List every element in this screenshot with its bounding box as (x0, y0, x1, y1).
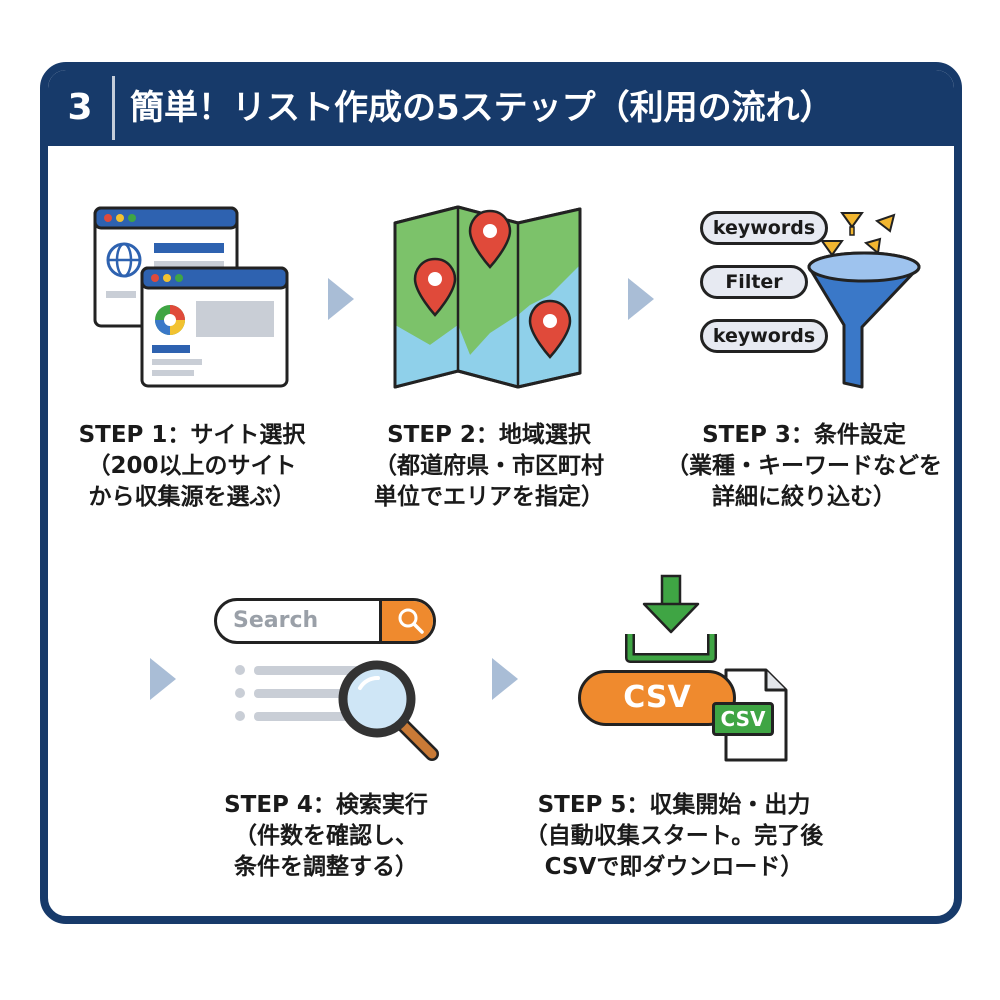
csv-download-icon: CSV CSV (578, 574, 798, 764)
step-2-text: STEP 2：地域選択 （都道府県・市区町村 単位でエリアを指定） (339, 420, 639, 513)
step-1-desc-line-1: （200以上のサイト (87, 453, 297, 479)
filter-tag-label: Filter (725, 271, 783, 293)
browser-windows-icon (93, 206, 289, 388)
chevron-right-icon (492, 658, 518, 700)
step-2-desc-line-2: 単位でエリアを指定） (374, 484, 604, 510)
step-5-desc-line-1: （自動収集スタート。完了後 (524, 823, 824, 849)
keyword-tag-label: keywords (712, 217, 816, 239)
section-header: 3 簡単！リスト作成の5ステップ（利用の流れ） (48, 70, 954, 146)
step-5-desc-line-2: CSVで即ダウンロード） (544, 854, 804, 880)
csv-file-badge: CSV (712, 702, 774, 736)
step-3-title: STEP 3：条件設定 (702, 422, 906, 448)
steps-panel: 3 簡単！リスト作成の5ステップ（利用の流れ） (40, 62, 962, 924)
header-divider (112, 76, 115, 140)
section-title: 簡単！リスト作成の5ステップ（利用の流れ） (130, 88, 834, 128)
search-placeholder: Search (233, 608, 319, 633)
step-3-desc-line-1: （業種・キーワードなどを (666, 453, 942, 479)
section-number: 3 (67, 87, 93, 128)
step-2-desc-line-1: （都道府県・市区町村 (374, 453, 604, 479)
step-4-text: STEP 4：検索実行 （件数を確認し、 条件を調整する） (176, 790, 476, 883)
step-3-desc-line-2: 詳細に絞り込む） (712, 484, 896, 510)
step-5-title: STEP 5：収集開始・出力 (537, 792, 811, 818)
map-pins-icon (393, 205, 582, 389)
chevron-right-icon (328, 278, 354, 320)
step-4-desc-line-1: （件数を確認し、 (234, 823, 418, 849)
step-2-title: STEP 2：地域選択 (387, 422, 591, 448)
step-1-desc-line-2: から収集源を選ぶ） (88, 484, 296, 510)
search-button (379, 601, 433, 641)
step-1-title: STEP 1：サイト選択 (78, 422, 306, 448)
step-1-text: STEP 1：サイト選択 （200以上のサイト から収集源を選ぶ） (42, 420, 342, 513)
keyword-tag-label: keywords (712, 325, 816, 347)
step-5-text: STEP 5：収集開始・出力 （自動収集スタート。完了後 CSVで即ダウンロード… (524, 790, 824, 883)
chevron-right-icon (628, 278, 654, 320)
csv-file-label: CSV (720, 707, 766, 731)
step-4-title: STEP 4：検索実行 (224, 792, 428, 818)
chevron-right-icon (150, 658, 176, 700)
step-3-text: STEP 3：条件設定 （業種・キーワードなどを 詳細に絞り込む） (654, 420, 954, 513)
search-magnifier-icon: Search (212, 596, 442, 766)
keyword-tag-2: keywords (700, 319, 828, 353)
csv-bar-label: CSV (623, 680, 691, 715)
filter-tag: Filter (700, 265, 808, 299)
step-4-desc-line-2: 条件を調整する） (234, 854, 418, 880)
csv-bar: CSV (578, 670, 736, 726)
filter-funnel-icon: keywords Filter keywords (694, 205, 924, 390)
keyword-tag-1: keywords (700, 211, 828, 245)
